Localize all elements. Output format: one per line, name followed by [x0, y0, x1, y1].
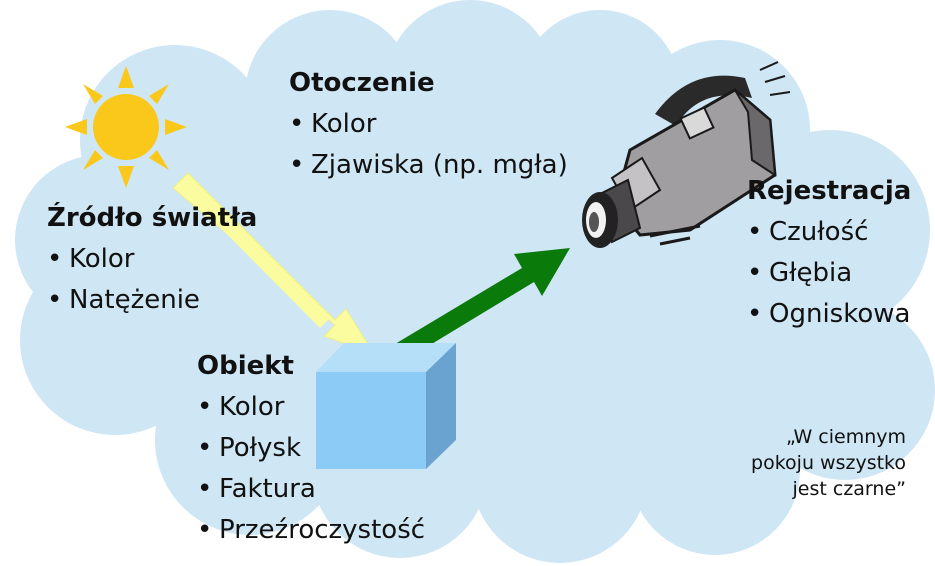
list-item: •Zjawiska (np. mgła) — [289, 150, 568, 180]
environment-list: •Kolor •Zjawiska (np. mgła) — [289, 104, 568, 186]
video-camera-icon — [582, 61, 791, 248]
object-title: Obiekt — [197, 351, 294, 381]
quote-line: pokoju wszystko — [751, 452, 906, 474]
list-item: •Głębia — [747, 258, 853, 288]
list-item: •Faktura — [197, 474, 316, 504]
object-list: •Kolor •Połysk •Faktura •Przeźroczystość — [197, 387, 425, 551]
list-item: •Natężenie — [47, 285, 200, 315]
object-cube-icon — [316, 343, 456, 469]
recording-list: •Czułość •Głębia •Ogniskowa — [747, 212, 910, 335]
list-item: •Kolor — [47, 244, 135, 274]
environment-title: Otoczenie — [289, 68, 435, 98]
light-source-title: Źródło światła — [47, 203, 258, 233]
list-item: •Kolor — [197, 392, 285, 422]
list-item: •Połysk — [197, 433, 302, 463]
quote-line: „W ciemnym — [785, 426, 906, 448]
quote-text: „W ciemnym pokoju wszystko jest czarne” — [751, 424, 906, 502]
list-item: •Kolor — [289, 109, 377, 139]
light-ray-arrow — [172, 172, 376, 355]
view-direction-arrow — [390, 248, 570, 362]
sun-icon — [65, 66, 187, 188]
cloud-shape — [15, 0, 935, 563]
recording-title: Rejestracja — [747, 176, 912, 206]
light-source-list: •Kolor •Natężenie — [47, 239, 200, 321]
list-item: •Czułość — [747, 217, 869, 247]
list-item: •Ogniskowa — [747, 299, 911, 329]
quote-line: jest czarne” — [792, 478, 906, 500]
list-item: •Przeźroczystość — [197, 515, 426, 545]
